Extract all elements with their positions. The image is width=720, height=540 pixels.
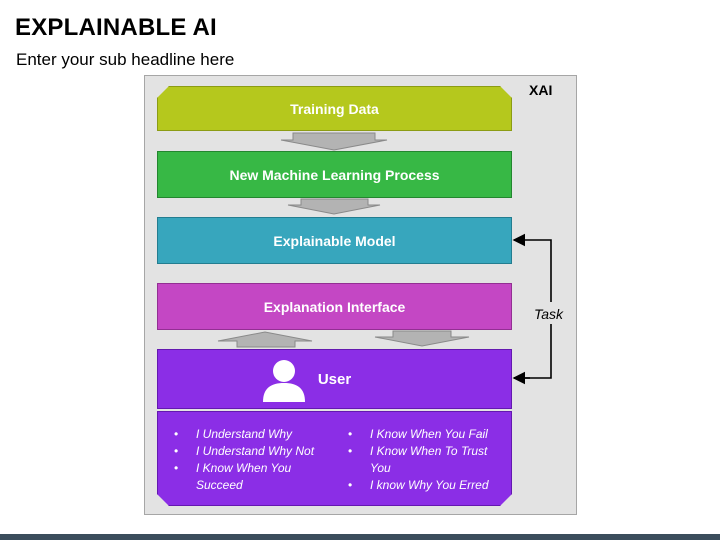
down-arrow-1 [280, 132, 388, 151]
page-title: EXPLAINABLE AI [15, 14, 217, 41]
explainable-model-label: Explainable Model [273, 232, 396, 249]
ml-process-box: New Machine Learning Process [157, 151, 512, 198]
down-arrow-2 [287, 198, 381, 215]
down-arrow-3 [374, 330, 470, 347]
explanation-interface-box: Explanation Interface [157, 283, 512, 330]
benefit-item: I Understand Why Not [174, 443, 334, 460]
explainable-model-box: Explainable Model [157, 217, 512, 264]
benefits-right-list: I Know When You Fail I Know When To Trus… [348, 426, 508, 494]
up-arrow [217, 331, 313, 348]
task-label: Task [534, 306, 564, 322]
benefits-left-list: I Understand Why I Understand Why Not I … [174, 426, 334, 494]
benefits-box: I Understand Why I Understand Why Not I … [157, 411, 512, 506]
user-box: User [157, 349, 512, 409]
benefit-item: I Know When To Trust You [348, 443, 508, 477]
training-data-box: Training Data [157, 86, 512, 131]
training-data-label: Training Data [290, 100, 379, 117]
benefit-item: I Know When You Fail [348, 426, 508, 443]
user-label: User [317, 371, 352, 388]
footer-bar [0, 534, 720, 540]
person-icon [263, 360, 305, 402]
page-subtitle: Enter your sub headline here [16, 50, 235, 69]
task-label-bg [528, 302, 568, 324]
benefit-item: I Understand Why [174, 426, 334, 443]
explanation-interface-label: Explanation Interface [263, 298, 406, 315]
ml-process-label: New Machine Learning Process [229, 166, 440, 183]
benefit-item: I know Why You Erred [348, 477, 508, 494]
benefit-item: I Know When You Succeed [174, 460, 334, 494]
xai-label: XAI [529, 82, 553, 98]
